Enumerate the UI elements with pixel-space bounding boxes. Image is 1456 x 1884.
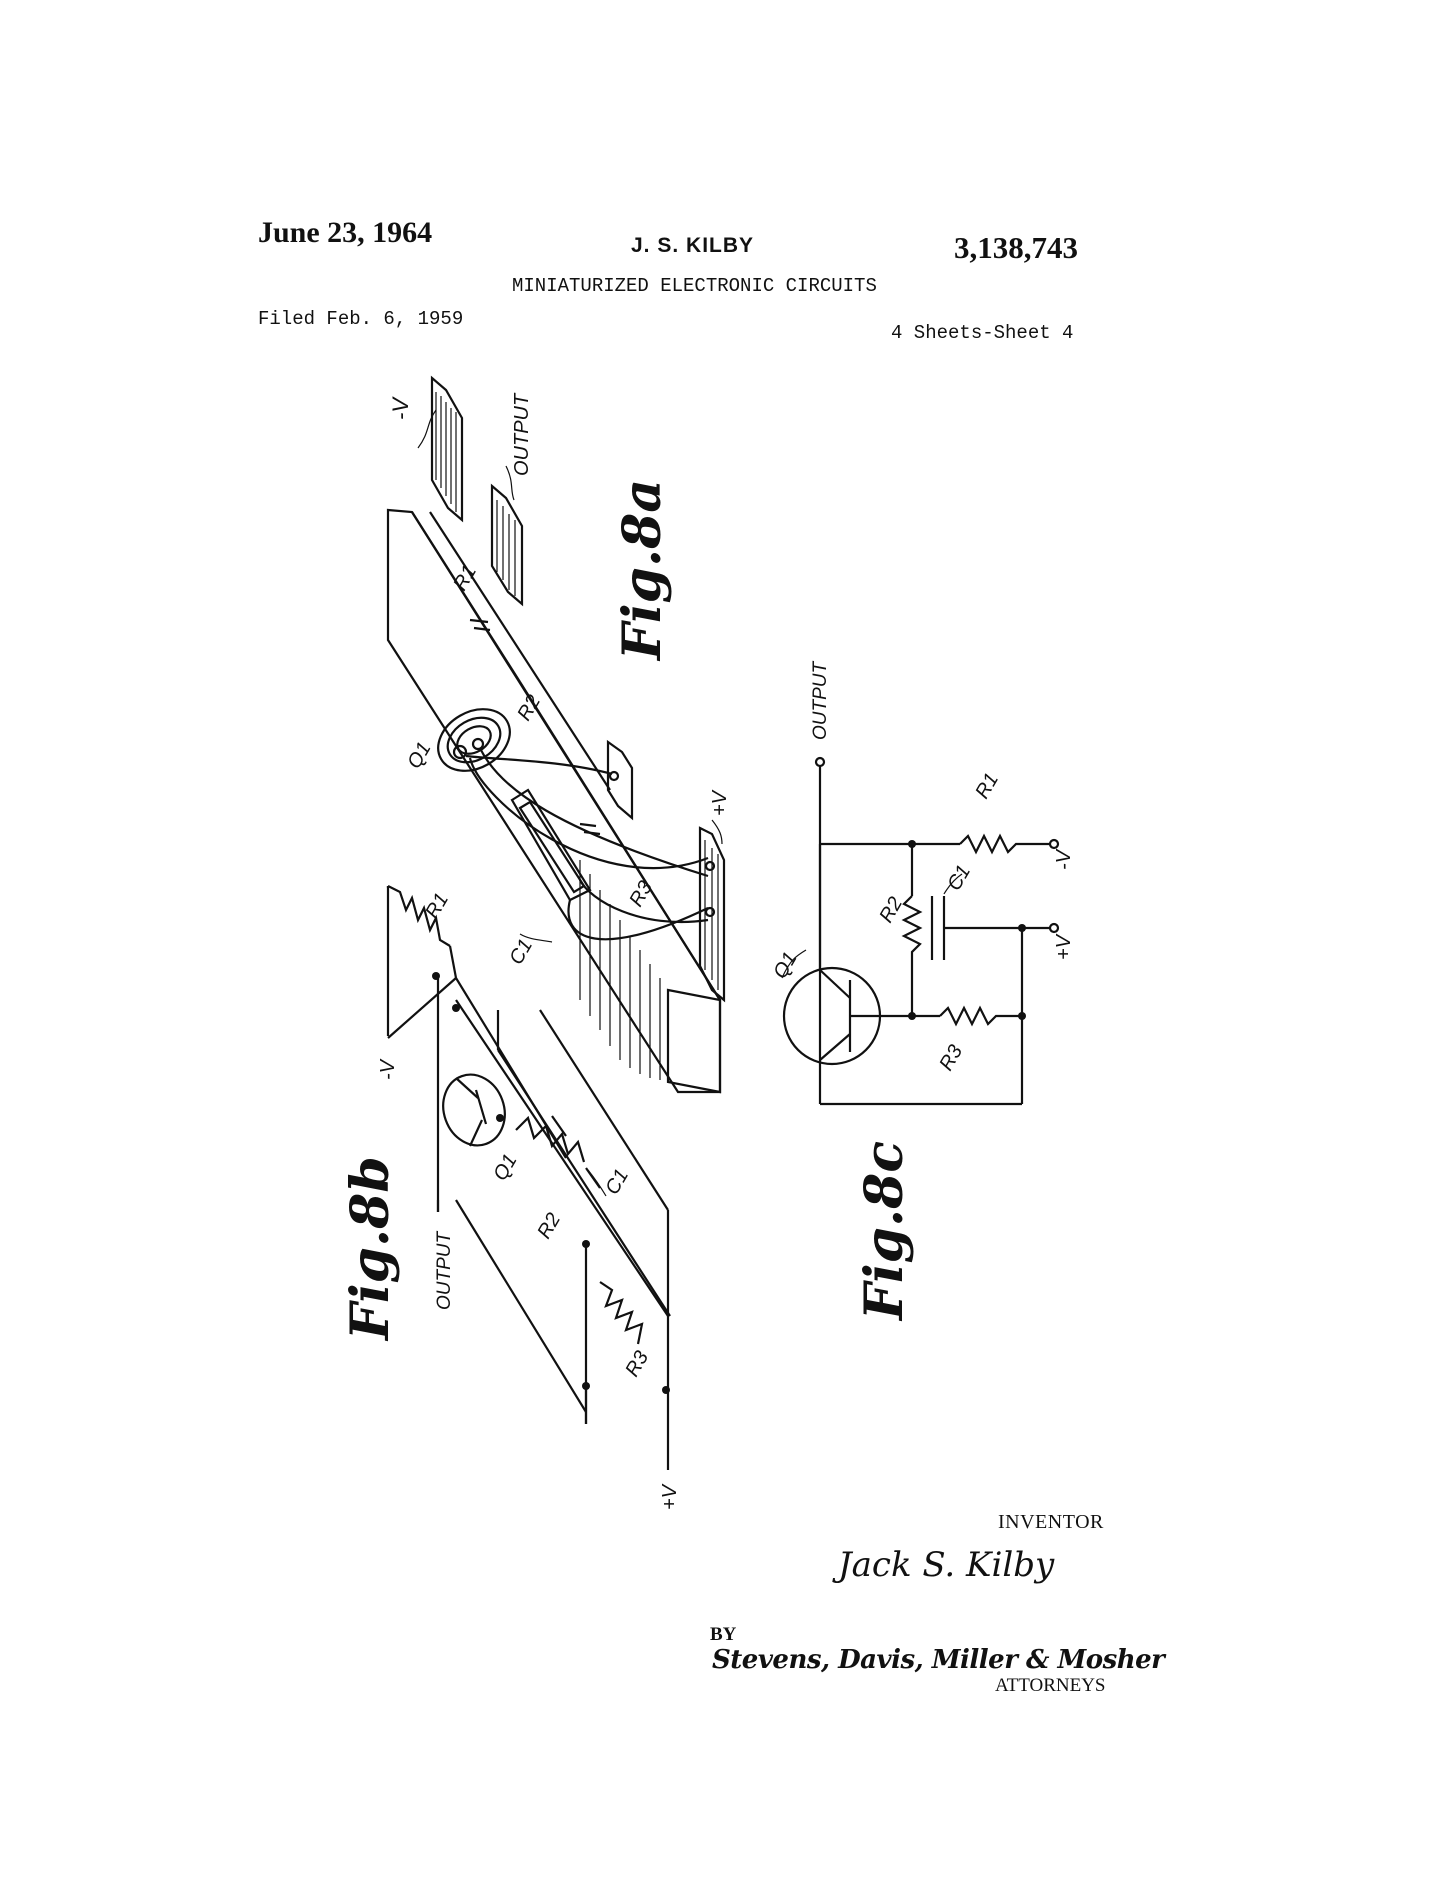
fig8a-q1-label: Q1 <box>403 738 435 772</box>
fig8c-plus-v-label: +V <box>1053 933 1075 960</box>
fig8a-drawing: -V OUTPUT R1 R2 R3 Q1 C1 +V Fig.8a <box>386 375 731 1094</box>
attorneys-label: ATTORNEYS <box>995 1675 1106 1696</box>
fig8a-label: Fig.8a <box>612 479 673 662</box>
patent-date: June 23, 1964 <box>258 216 433 249</box>
fig8c-q1-label: Q1 <box>769 948 801 982</box>
attorney-signature: Stevens, Davis, Miller & Mosher <box>712 1645 1165 1675</box>
fig8c-drawing: OUTPUT R1 -V R2 C1 +V Q1 R3 Fig.8c <box>769 661 1075 1323</box>
fig8a-plus-v-label: +V <box>709 789 731 816</box>
fig8a-r3-label: R3 <box>625 877 657 910</box>
fig8a-output-label: OUTPUT <box>511 392 533 476</box>
inventor-signature: Jack S. Kilby <box>838 1545 1055 1585</box>
fig8b-c1-label: C1 <box>601 1165 633 1198</box>
fig8b-r2-label: R2 <box>533 1209 565 1242</box>
slab-hatching <box>579 860 661 1080</box>
fig8a-minus-v-label: -V <box>388 396 413 420</box>
sheet-count: 4 Sheets-Sheet 4 <box>891 322 1074 344</box>
fig8c-r1-label: R1 <box>971 769 1003 802</box>
patent-title: MINIATURIZED ELECTRONIC CIRCUITS <box>512 275 877 297</box>
fig8c-minus-v-label: -V <box>1053 848 1075 870</box>
filed-date: Filed Feb. 6, 1959 <box>258 308 464 330</box>
fig8b-output-label: OUTPUT <box>434 1231 455 1311</box>
fig8c-r2-label: R2 <box>875 893 907 926</box>
inventor-header: J. S. KILBY <box>631 234 755 257</box>
inventor-label: INVENTOR <box>998 1511 1104 1533</box>
fig8c-c1-label: C1 <box>943 861 975 894</box>
fig8c-r3-label: R3 <box>935 1041 967 1074</box>
by-label: BY <box>710 1624 737 1645</box>
fig8a-r1-label: R1 <box>449 561 481 594</box>
fig8c-label: Fig.8c <box>854 1141 915 1322</box>
fig8c-output-label: OUTPUT <box>810 661 831 741</box>
fig8b-plus-v-label: +V <box>659 1483 681 1510</box>
fig8b-label: Fig.8b <box>340 1156 401 1342</box>
fig8b-r3-label: R3 <box>621 1347 653 1380</box>
patent-number: 3,138,743 <box>954 230 1078 265</box>
fig8b-minus-v-label: -V <box>377 1058 399 1080</box>
fig8b-q1-label: Q1 <box>489 1150 521 1184</box>
fig8a-r2-label: R2 <box>513 691 545 724</box>
fig8a-c1-label: C1 <box>505 935 537 968</box>
